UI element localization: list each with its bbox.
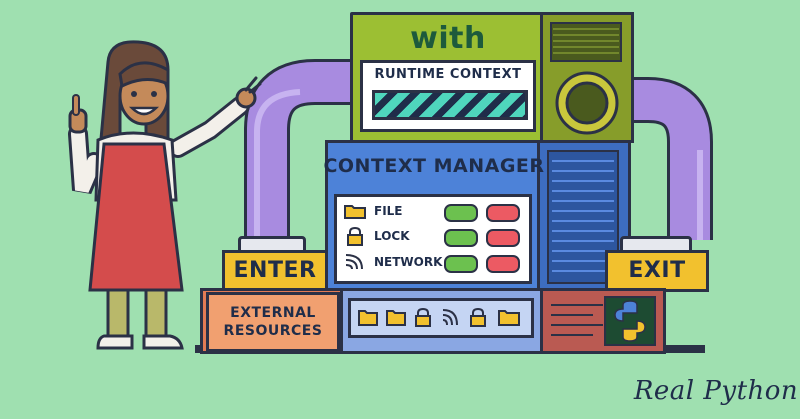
runtime-context-label: RUNTIME CONTEXT [374,66,522,82]
file-status-red [486,204,520,222]
folder-icon [344,205,366,219]
network-status-red [486,255,520,273]
network-status-green [444,255,478,273]
presenter-illustration [68,40,262,350]
lock-icon [347,226,363,246]
external-resources-label: EXTERNAL RESOURCES [206,292,340,352]
folder-icon [386,310,406,326]
runtime-progress-bar [372,90,528,120]
resource-file-label: FILE [374,204,403,218]
exit-label: EXIT [628,257,686,283]
vent-housing [540,12,634,143]
enter-label: ENTER [233,257,317,283]
wifi-icon [442,309,458,326]
folder-icon [358,310,378,326]
lock-icon [415,307,431,327]
lock-status-green [444,229,478,247]
context-manager-title: CONTEXT MANAGER [323,155,545,177]
lock-icon [470,307,486,327]
python-logo-icon [551,296,656,346]
resource-network-label: NETWORK [374,255,443,269]
resource-icon-strip [348,298,534,338]
vent-grille-icon [550,22,622,135]
right-pipe [625,77,713,240]
left-pipe [244,59,352,240]
file-status-green [444,204,478,222]
with-keyword-title: with [410,20,486,56]
wifi-icon [345,254,363,270]
resource-lock-label: LOCK [374,229,410,243]
exit-base [540,288,666,354]
lock-status-red [486,229,520,247]
real-python-logo: Real Python [633,376,799,406]
folder-icon [498,310,520,326]
